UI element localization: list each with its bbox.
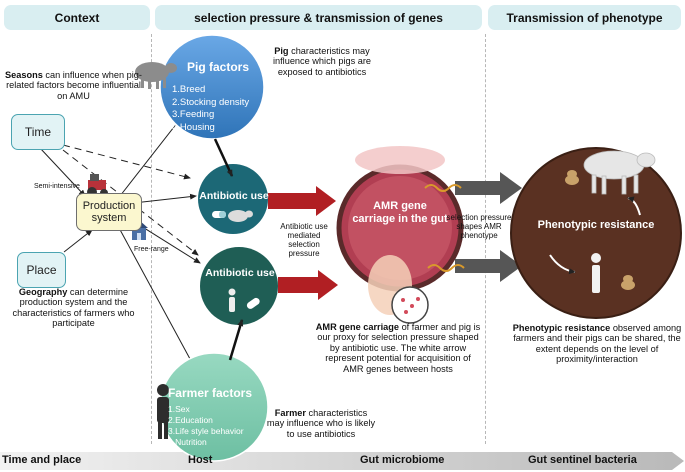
dna-strand-bottom bbox=[427, 264, 465, 272]
farmer-figure-icon bbox=[228, 288, 236, 312]
arrow-prod-pigfactors bbox=[119, 117, 182, 197]
white-pig-icon bbox=[583, 150, 656, 195]
phenotype-note: Phenotypic resistance observed among far… bbox=[512, 323, 682, 365]
farmer-factor-item: 2.Education bbox=[168, 415, 213, 425]
farmer-factor-item: 4.Nutrition bbox=[168, 437, 207, 447]
phenotype-circle bbox=[510, 147, 682, 319]
pig-factors-list: 1.Breed 2.Stocking density 3.Feeding 4.H… bbox=[172, 84, 256, 134]
antibiotic-farmer-circle bbox=[200, 247, 278, 325]
arrow-place-prod bbox=[63, 229, 93, 253]
pig-factor-item: 1.Breed bbox=[172, 84, 206, 95]
footer-time-place: Time and place bbox=[2, 454, 82, 466]
arrow-farmerfactors-abx bbox=[228, 319, 244, 361]
grey-arrow-top bbox=[455, 172, 522, 204]
pill-icon bbox=[212, 211, 226, 218]
pig-factors-circle bbox=[159, 34, 265, 140]
place-box: Place bbox=[17, 252, 66, 288]
header-selection: selection pressure & transmission of gen… bbox=[155, 5, 482, 30]
arrow-pigfactors-abx bbox=[213, 138, 234, 177]
farmer-factor-item: 3.Life style behavior bbox=[168, 426, 244, 436]
arrow-time-abx-pig bbox=[62, 144, 191, 180]
pig-organ-shape bbox=[355, 146, 445, 174]
pig-factors-title: Pig factors bbox=[186, 60, 249, 74]
dna-strand-top bbox=[424, 184, 462, 192]
pig-factor-item: 3.Feeding bbox=[172, 109, 215, 120]
pill-icon-farmer bbox=[246, 297, 260, 309]
divider-2 bbox=[485, 34, 486, 444]
footer-sentinel: Gut sentinel bacteria bbox=[528, 454, 637, 466]
mediated-selection-note: Antibiotic use mediated selection pressu… bbox=[280, 222, 328, 258]
farmer-factors-note: Farmer characteristics may influence who… bbox=[266, 408, 376, 439]
pig-factor-item: 4.Housing bbox=[172, 121, 215, 133]
header-context: Context bbox=[4, 5, 150, 30]
small-pig-icon bbox=[228, 210, 253, 222]
header-transmission: Transmission of phenotype bbox=[488, 5, 681, 30]
footer-arrow bbox=[0, 452, 684, 470]
pig-silhouette-icon bbox=[135, 62, 177, 89]
bacteria-inset bbox=[391, 286, 429, 324]
red-arrow-pig bbox=[268, 186, 336, 216]
farmer-factors-list: 1.Sex 2.Education 3.Life style behavior … bbox=[168, 404, 268, 448]
red-arrow-farmer bbox=[278, 270, 338, 300]
free-range-label: Free-range bbox=[134, 246, 169, 253]
gut-note: AMR gene carriage of farmer and pig is o… bbox=[315, 322, 481, 374]
antibiotic-farmer-label: Antibiotic use bbox=[205, 267, 275, 279]
divider-1 bbox=[151, 34, 152, 444]
farmer-factors-title: Farmer factors bbox=[167, 386, 253, 400]
grey-arrow-bottom bbox=[455, 250, 522, 282]
place-label: Place bbox=[26, 263, 57, 277]
footer-gut-microbiome: Gut microbiome bbox=[360, 454, 445, 466]
gut-title: AMR gene carriage in the gut bbox=[352, 200, 448, 225]
footer-host: Host bbox=[188, 454, 213, 466]
farmer-silhouette-icon bbox=[157, 384, 169, 439]
white-arrow-1 bbox=[549, 254, 576, 275]
geography-note: Geography can determine production syste… bbox=[12, 287, 135, 329]
pig-factor-item: 2.Stocking density bbox=[172, 96, 250, 108]
arrow-prod-farmerfactors bbox=[117, 225, 197, 371]
dung-icon bbox=[565, 170, 635, 290]
production-system-box: Production system bbox=[76, 193, 142, 231]
phenotype-title: Phenotypic resistance bbox=[537, 219, 655, 231]
antibiotic-pig-label: Antibiotic use bbox=[199, 190, 269, 202]
selection-pressure-note: selection pressure shapes AMR phenotype bbox=[446, 213, 512, 240]
time-label: Time bbox=[24, 125, 52, 139]
arrow-time-prod bbox=[39, 147, 86, 197]
farmer-factor-item: 1.Sex bbox=[168, 404, 190, 414]
human-figure-icon bbox=[591, 253, 601, 293]
semi-intensive-label: Semi-intensive bbox=[34, 183, 80, 190]
time-box: Time bbox=[11, 114, 65, 150]
seasons-note: Seasons can influence when pig-related f… bbox=[5, 70, 142, 101]
white-arrow-2 bbox=[627, 196, 641, 216]
pig-factors-note: Pig characteristics may influence which … bbox=[272, 46, 372, 77]
production-system-label: Production system bbox=[82, 200, 136, 224]
